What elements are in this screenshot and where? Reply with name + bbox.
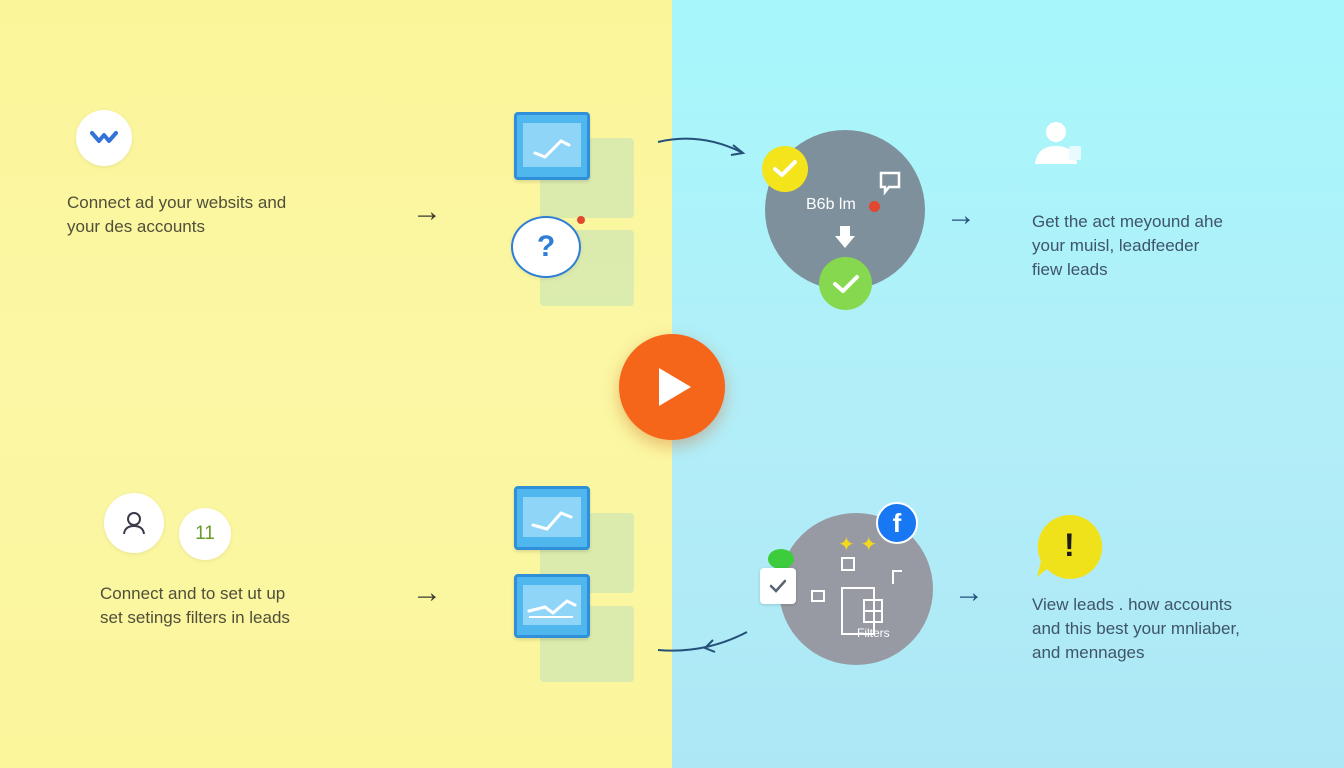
- count-badge: 11: [179, 508, 231, 560]
- step-text-line: Get the act meyound ahe: [1032, 212, 1223, 231]
- user-icon: [104, 493, 164, 553]
- arrow-right-icon: →: [412, 195, 442, 228]
- user-icon: [1033, 120, 1083, 171]
- right-panel: [672, 0, 1344, 768]
- alert-icon: !: [1035, 513, 1105, 579]
- step-text-line: fiew leads: [1032, 260, 1108, 279]
- facebook-icon: f: [876, 502, 918, 544]
- arrow-right-icon: →: [946, 199, 976, 232]
- down-arrow-icon: [834, 224, 856, 255]
- process-label: B6b lm: [806, 196, 856, 213]
- step-messages-text: View leads . how accounts and this best …: [1032, 593, 1240, 665]
- square-icon: [841, 557, 855, 571]
- curved-arrow-icon: [657, 137, 746, 156]
- step-set-filters-text: Connect and to set ut up set setings fil…: [100, 582, 290, 630]
- play-button[interactable]: [619, 334, 725, 440]
- status-dot: [768, 549, 794, 569]
- checkbox-icon: [760, 568, 796, 604]
- step-text-line: your muisl, leadfeeder: [1032, 236, 1200, 255]
- chart-screen-icon: [514, 486, 590, 550]
- question-icon: ?: [511, 216, 581, 278]
- notification-dot: [869, 201, 880, 212]
- chevron-check-icon: [76, 110, 132, 166]
- step-text-line: Connect and to set ut up: [100, 584, 286, 603]
- filters-label: Filters: [857, 626, 890, 640]
- sparkle-icon: ✦ ✦: [838, 534, 878, 556]
- play-icon: [659, 368, 691, 406]
- filter-panel-icon: [840, 586, 886, 636]
- step-text-line: Connect ad your websits and: [67, 193, 287, 212]
- message-icon: [878, 170, 902, 201]
- chart-screen-icon: [514, 112, 590, 180]
- step-text-line: and mennages: [1032, 643, 1145, 662]
- step-text-line: set setings filters in leads: [100, 608, 290, 627]
- step-text-line: your des accounts: [67, 217, 205, 236]
- check-icon: [762, 146, 808, 192]
- step-view-leads-text: Get the act meyound ahe your muisl, lead…: [1032, 210, 1223, 282]
- notification-dot: [577, 216, 585, 224]
- square-icon: [811, 590, 825, 602]
- check-icon: [819, 257, 872, 310]
- arrow-right-icon: →: [954, 576, 984, 609]
- corner-icon: [892, 570, 902, 584]
- chart-screen-icon: [514, 574, 590, 638]
- step-connect-websites-text: Connect ad your websits and your des acc…: [67, 191, 286, 239]
- arrow-right-icon: →: [412, 576, 442, 609]
- step-text-line: and this best your mnliaber,: [1032, 619, 1240, 638]
- step-text-line: View leads . how accounts: [1032, 595, 1233, 614]
- curved-arrow-icon: [657, 631, 748, 653]
